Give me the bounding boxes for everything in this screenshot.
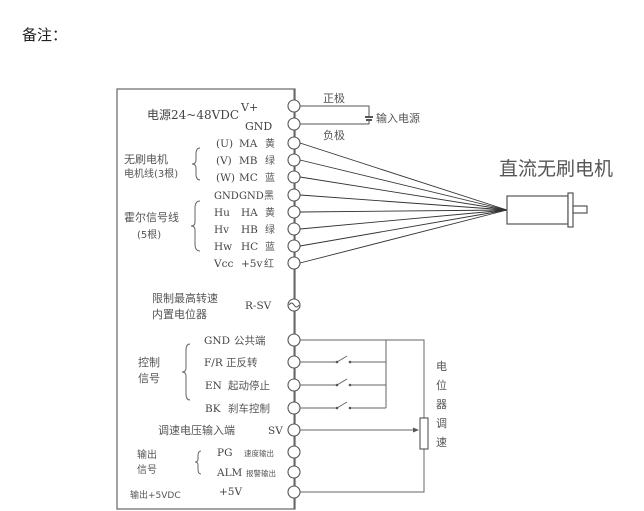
v-plus-label: V+ [240,101,258,114]
power-label: 电源24~48VDC [147,108,239,122]
svg-text:报警输出: 报警输出 [246,468,276,478]
svg-text:EN: EN [205,380,222,392]
svg-text:黄: 黄 [265,137,275,150]
svg-text:速度输出: 速度输出 [244,448,274,458]
terminal-ma[interactable] [287,136,301,150]
output-label-2: 信号 [137,464,157,476]
svg-text:+5v: +5v [241,258,262,270]
svg-text:Hu: Hu [214,207,230,219]
out-5v-label: 输出+5VDC [130,489,181,501]
terminal-mb[interactable] [287,153,301,167]
svg-text:电: 电 [436,360,447,373]
gnd-label: GND [245,120,272,133]
svg-text:速: 速 [436,436,447,449]
potentiometer-label: 电 位 器 调 速 [436,360,447,449]
terminal-v-plus[interactable] [287,99,301,113]
svg-text:(V): (V) [216,155,232,167]
svg-text:正反转: 正反转 [226,356,258,369]
terminal-bk[interactable] [287,401,301,415]
svg-text:黄: 黄 [265,206,275,219]
control-label-2: 信号 [138,372,160,385]
internal-pot-icon [288,302,300,308]
svg-text:Hv: Hv [214,224,229,236]
svg-text:MA: MA [239,138,258,150]
svg-text:起动停止: 起动停止 [228,379,270,392]
terminal-sv[interactable] [287,423,301,437]
svg-text:Vcc: Vcc [213,258,233,270]
svg-text:公共端: 公共端 [234,334,266,347]
svg-text:PG: PG [217,447,232,459]
terminal-alm[interactable] [287,465,301,479]
terminal-column [287,99,301,499]
svg-text:(W): (W) [216,172,235,184]
svg-text:HA: HA [241,207,258,219]
svg-text:刹车控制: 刹车控制 [228,402,270,415]
svg-text:MC: MC [239,172,258,184]
positive-label: 正极 [323,91,345,105]
internal-pot-label: 内置电位器 [152,307,207,321]
power-input-wiring [300,105,373,125]
terminal-hall-gnd[interactable] [287,188,301,202]
potentiometer-icon[interactable] [419,417,429,450]
hall-lines-count: (5根) [137,228,161,241]
svg-text:红: 红 [264,257,274,270]
svg-text:Hw: Hw [214,241,232,253]
control-label: 控制 [138,355,160,369]
sv-label: SV [268,425,283,437]
negative-label: 负极 [323,128,345,142]
plus-5v-label: +5V [219,486,242,498]
terminal-pg[interactable] [287,445,301,459]
svg-text:(U): (U) [216,138,233,150]
svg-text:绿: 绿 [265,223,275,236]
svg-text:ALM: ALM [216,467,243,479]
terminal-gnd-common[interactable] [287,333,301,347]
svg-text:MB: MB [239,155,258,167]
svg-text:HC: HC [241,241,258,253]
svg-text:蓝: 蓝 [265,241,275,253]
input-power-label: 输入电源 [376,111,420,125]
svg-text:GND: GND [204,335,230,347]
terminal-hb[interactable] [287,222,301,236]
motor-cable-fan [299,142,508,264]
svg-text:绿: 绿 [265,154,275,167]
svg-text:HB: HB [241,224,258,236]
svg-text:调: 调 [436,417,447,430]
group-braces [181,147,202,475]
motor-icon [506,192,588,228]
terminal-hall-5v[interactable] [287,256,301,270]
svg-text:黑: 黑 [264,190,274,202]
motor-title: 直流无刷电机 [499,158,613,180]
svg-text:BK: BK [205,403,221,415]
note-label: 备注： [22,26,68,44]
terminal-fr[interactable] [287,355,301,369]
motor-lines-count: 电机线(3根) [124,167,178,180]
hall-lines-label: 霍尔信号线 [124,210,179,224]
terminal-ha[interactable] [287,205,301,219]
control-wiring [300,339,425,493]
terminal-mc[interactable] [287,170,301,184]
terminal-gnd-power[interactable] [287,117,301,131]
speed-input-label: 调速电压输入端 [158,423,235,437]
speed-limit-label: 限制最高转速 [152,291,218,305]
motor-lines-label: 无刷电机 [124,152,168,166]
svg-text:GND: GND [239,191,264,202]
svg-text:器: 器 [436,398,447,411]
svg-text:蓝: 蓝 [265,172,275,184]
svg-text:F/R: F/R [204,357,224,369]
terminal-en[interactable] [287,378,301,392]
svg-text:位: 位 [436,378,447,392]
terminal-hc[interactable] [287,239,301,253]
output-label: 输出 [137,448,157,461]
r-sv-label: R-SV [245,300,272,312]
terminal-5v-out[interactable] [287,485,301,499]
svg-text:GND: GND [214,191,239,202]
